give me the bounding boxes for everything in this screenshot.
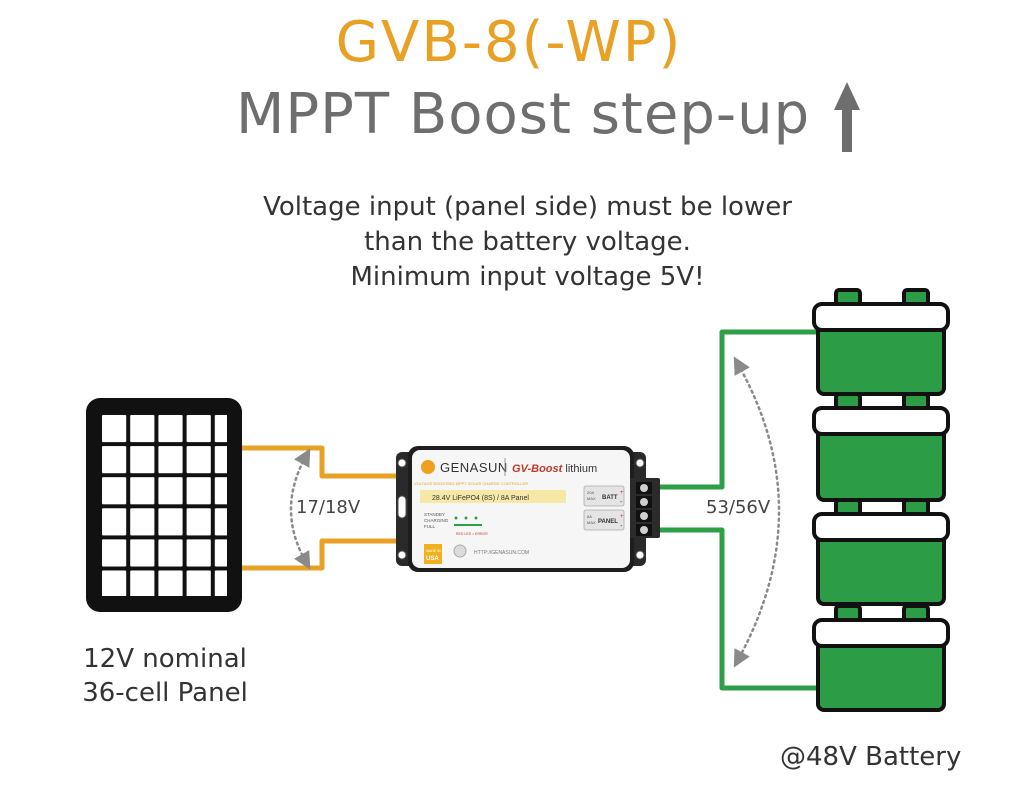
note-line-3: Minimum input voltage 5V!	[350, 262, 705, 292]
batt-label: BATT	[602, 495, 618, 501]
error-label: RED LED = ERROR	[456, 532, 488, 536]
made-in-usa-badge	[424, 544, 442, 564]
status-charging: CHARGING	[424, 518, 449, 523]
status-standby: STANDBY	[424, 512, 445, 517]
svg-text:MAX: MAX	[587, 496, 596, 501]
panel-wire-positive	[242, 445, 404, 479]
battery-wire-negative	[660, 527, 818, 691]
controller-spec: 28.4V LiFePO4 (8S) / 8A Panel	[432, 495, 529, 502]
terminal-block	[630, 478, 660, 538]
battery-wire-positive	[660, 329, 818, 490]
svg-text:MADE IN: MADE IN	[426, 549, 441, 553]
battery-2	[812, 392, 950, 502]
battery-3	[812, 498, 950, 606]
note-line-1: Voltage input (panel side) must be lower	[263, 192, 792, 222]
svg-text:-: -	[620, 523, 623, 530]
svg-text:MAX: MAX	[587, 520, 596, 525]
panel-wire-negative	[242, 538, 404, 571]
panel-caption-line-2: 36-cell Panel	[82, 678, 248, 708]
panel-caption: 12V nominal 36-cell Panel	[50, 642, 280, 710]
battery-4	[812, 604, 950, 712]
title-subtitle: MPPT Boost step-up	[236, 82, 811, 147]
output-voltage-label: 53/56V	[706, 497, 771, 518]
input-voltage-arrow	[289, 448, 311, 570]
svg-text:+: +	[620, 514, 624, 520]
controller-url: HTTP://GENASUN.COM	[474, 550, 529, 556]
solar-panel	[86, 398, 242, 612]
svg-text:-: -	[620, 499, 623, 506]
note-line-2: than the battery voltage.	[364, 227, 691, 257]
controller-tagline: VOLTAGE BOOSTING MPPT SOLAR CHARGE CONTR…	[414, 481, 528, 486]
up-arrow-icon	[834, 82, 860, 152]
battery-caption: @48V Battery	[780, 742, 962, 772]
svg-text:8A: 8A	[587, 514, 592, 519]
voltage-note: Voltage input (panel side) must be lower…	[0, 190, 1018, 295]
battery-1	[812, 288, 950, 396]
svg-text:20A: 20A	[587, 490, 594, 495]
charge-controller: GENASUN GV-Boost lithium VOLTAGE BOOSTIN…	[396, 446, 660, 572]
sun-logo-icon	[421, 460, 435, 474]
battery-stack	[812, 288, 950, 712]
status-led-icon	[453, 544, 467, 558]
svg-text:USA: USA	[426, 556, 439, 562]
status-full: FULL	[424, 524, 436, 529]
controller-brand: GENASUN	[440, 460, 508, 475]
svg-text:+: +	[620, 490, 624, 496]
output-voltage-arrow	[733, 356, 781, 668]
input-voltage-label: 17/18V	[296, 497, 361, 518]
panel-caption-line-1: 12V nominal	[83, 644, 247, 674]
controller-product: GV-Boost lithium	[512, 463, 597, 475]
panel-label: PANEL	[598, 519, 618, 525]
title-model: GVB-8(-WP)	[335, 10, 683, 75]
